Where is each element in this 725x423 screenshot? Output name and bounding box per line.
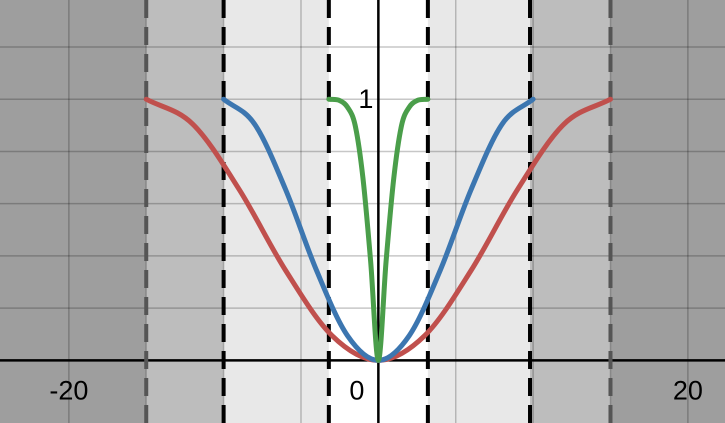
series-lines [143, 96, 613, 363]
tick-labels: -20 0 20 1 [49, 84, 703, 405]
dashed-lines [144, 0, 613, 423]
outer-shade-right [610, 0, 725, 423]
shaded-band-1 [223, 0, 329, 423]
shaded-band-2 [427, 0, 531, 423]
shaded-band-3 [530, 0, 611, 423]
shaded-band-0 [146, 0, 224, 423]
series-line-2 [326, 96, 431, 363]
outer-shade-left [0, 0, 147, 423]
x-tick-label: -20 [49, 375, 88, 405]
x-tick-label: 0 [349, 375, 364, 405]
x-tick-label: 20 [673, 375, 703, 405]
y-tick-label: 1 [358, 84, 373, 114]
